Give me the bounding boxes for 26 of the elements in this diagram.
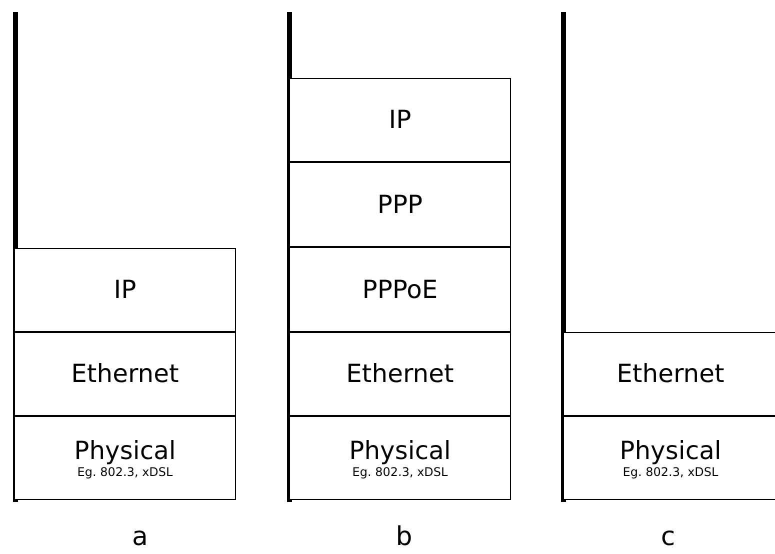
stack-label: b [394, 522, 414, 552]
layer-name: Ethernet [71, 360, 179, 388]
layer-name: Physical [74, 437, 176, 465]
protocol-layer-box [14, 416, 236, 500]
protocol-layer-box [289, 416, 511, 500]
stack-label: a [131, 522, 149, 552]
layer-name: Physical [349, 437, 451, 465]
layer-name: Physical [620, 437, 722, 465]
protocol-layer-box [289, 332, 511, 416]
protocol-layer-box [563, 416, 775, 500]
protocol-layer-box [289, 247, 511, 332]
protocol-layer-box [289, 78, 511, 162]
protocol-layer-box [14, 332, 236, 416]
layer-name: IP [114, 276, 136, 304]
layer-name: PPPoE [362, 276, 438, 304]
layer-note: Eg. 802.3, xDSL [352, 464, 448, 479]
layer-note: Eg. 802.3, xDSL [622, 464, 718, 479]
layer-name: Ethernet [616, 360, 724, 388]
layer-name: PPP [377, 190, 423, 218]
layer-name: IP [388, 106, 412, 134]
layer-name: Ethernet [346, 360, 454, 388]
protocol-layer-box [289, 162, 511, 247]
stack-label: c [660, 522, 676, 552]
protocol-layer-box [563, 332, 775, 416]
layer-note: Eg. 802.3, xDSL [77, 464, 173, 479]
protocol-layer-box [14, 248, 236, 332]
